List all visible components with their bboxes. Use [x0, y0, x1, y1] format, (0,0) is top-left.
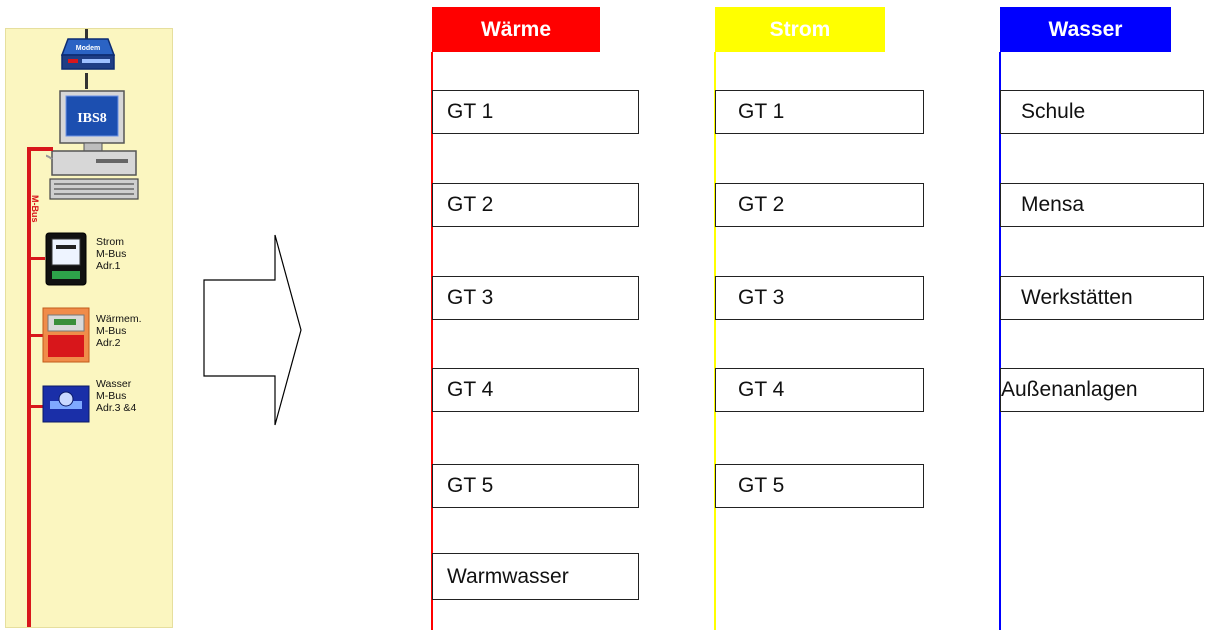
computer-icon: IBS8 [39, 87, 142, 203]
device-label-wasser: Wasser M-Bus Adr.3 &4 [96, 378, 137, 414]
m-bus-schematic: Modem IBS8 M-Bus [5, 28, 173, 628]
m-bus-vertical-label: M-Bus [30, 195, 40, 223]
modem-computer-line [85, 73, 88, 89]
item-waerme-gt4: GT 4 [432, 368, 639, 412]
item-wasser-werkstaetten: Werkstätten [1000, 276, 1204, 320]
column-line-waerme [431, 52, 433, 630]
heat-meter-icon [42, 307, 90, 363]
item-waerme-gt1: GT 1 [432, 90, 639, 134]
m-bus-link-wasser [27, 405, 45, 408]
modem-icon: Modem [60, 37, 116, 73]
item-waerme-gt2: GT 2 [432, 183, 639, 227]
column-header-wasser: Wasser [1000, 7, 1171, 52]
m-bus-link-computer [27, 147, 53, 151]
modem-label: Modem [76, 45, 101, 52]
device-label-strom: Strom M-Bus Adr.1 [96, 236, 127, 272]
item-wasser-schule: Schule [1000, 90, 1204, 134]
m-bus-line [27, 147, 31, 627]
right-arrow-icon [203, 234, 302, 426]
column-header-strom: Strom [715, 7, 885, 52]
device-label-waerme: Wärmem. M-Bus Adr.2 [96, 313, 142, 349]
item-waerme-gt3: GT 3 [432, 276, 639, 320]
column-line-wasser [999, 52, 1001, 630]
item-wasser-mensa: Mensa [1000, 183, 1204, 227]
water-meter-icon [42, 385, 90, 423]
item-waerme-gt5: GT 5 [432, 464, 639, 508]
column-line-strom [714, 52, 716, 630]
column-header-waerme: Wärme [432, 7, 600, 52]
strom-meter-icon [44, 231, 88, 287]
item-strom-gt5: GT 5 [715, 464, 924, 508]
m-bus-link-waerme [27, 334, 45, 337]
computer-label: IBS8 [77, 111, 107, 126]
item-wasser-aussenanlagen: Außenanlagen [1000, 368, 1204, 412]
modem-link-line [85, 29, 88, 39]
item-strom-gt4: GT 4 [715, 368, 924, 412]
item-waerme-warmwasser: Warmwasser [432, 553, 639, 600]
item-strom-gt2: GT 2 [715, 183, 924, 227]
item-strom-gt1: GT 1 [715, 90, 924, 134]
item-strom-gt3: GT 3 [715, 276, 924, 320]
m-bus-link-strom [27, 257, 45, 260]
